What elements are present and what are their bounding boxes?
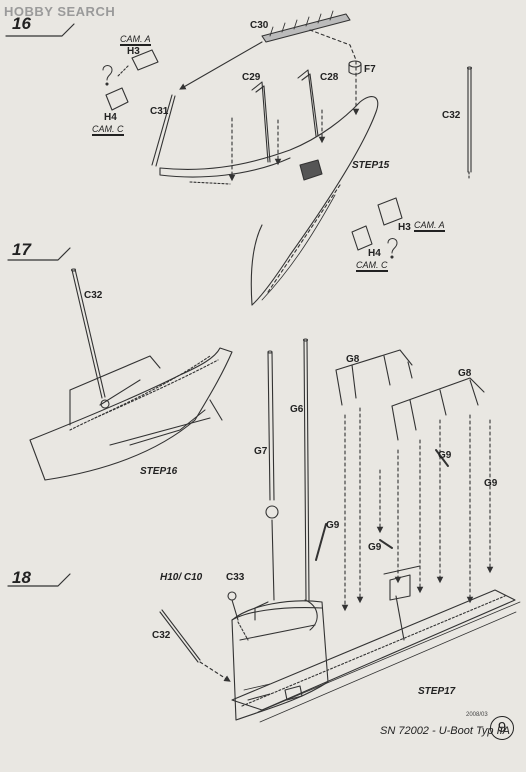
part-label-h3: H3 (127, 46, 140, 57)
part-label-c31: C31 (150, 106, 169, 117)
print-date: 2008/03 (466, 712, 488, 718)
part-label-g9-d: G9 (368, 542, 382, 553)
part-label-c32: C32 (442, 110, 461, 121)
reference-step16: STEP16 (140, 466, 178, 477)
part-label-h4-right: H4 (368, 248, 381, 259)
part-label-g8-left: G8 (346, 354, 360, 365)
step-number-17: 17 (12, 240, 31, 259)
part-label-g8-right: G8 (458, 368, 472, 379)
step-number-16: 16 (12, 14, 31, 33)
page-number: 9 (490, 716, 514, 740)
part-label-g7: G7 (254, 446, 268, 457)
watermark: HOBBY SEARCH (4, 4, 116, 19)
part-label-c32-step18: C32 (152, 630, 171, 641)
step17-drawing (7, 247, 233, 481)
camouflage-label-a-right: CAM. A (414, 220, 445, 232)
part-label-f7: F7 (364, 64, 376, 75)
reference-step15: STEP15 (352, 160, 390, 171)
part-label-g9-b: G9 (484, 478, 498, 489)
part-label-h3-right: H3 (398, 222, 411, 233)
part-label-h10-c10: H10/ C10 (160, 572, 203, 583)
part-label-g9-c: G9 (326, 520, 340, 531)
part-label-h4: H4 (104, 112, 117, 123)
part-label-c32-step17: C32 (84, 290, 103, 301)
part-label-c30: C30 (250, 20, 269, 31)
question-icon (387, 238, 398, 259)
part-label-c29: C29 (242, 72, 261, 83)
step18-drawing (7, 338, 521, 723)
reference-step17: STEP17 (418, 686, 456, 697)
part-label-g6: G6 (290, 404, 304, 415)
part-label-c33: C33 (226, 572, 245, 583)
part-label-g9-a: G9 (438, 450, 452, 461)
part-label-c28: C28 (320, 72, 339, 83)
step16-drawing (5, 10, 473, 306)
camouflage-label-c: CAM. C (92, 124, 124, 136)
camouflage-label-c-right: CAM. C (356, 260, 388, 272)
camouflage-label-a: CAM. A (120, 34, 151, 46)
product-code: SN 72002 - U-Boot Typ IIA (380, 725, 511, 737)
question-icon (102, 65, 113, 86)
step-number-18: 18 (12, 568, 31, 587)
